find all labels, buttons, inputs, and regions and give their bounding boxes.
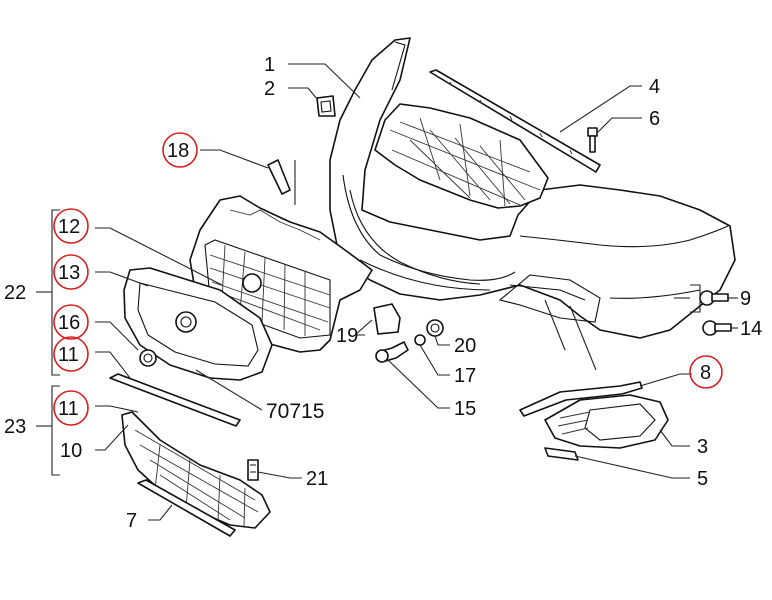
label-16: 16 [58,312,80,334]
washer-17 [414,334,426,346]
label-4: 4 [649,76,660,98]
upper-strip [429,69,601,173]
label-13: 13 [58,262,80,284]
label-ref: 70715 [266,400,324,423]
pin-9 [699,290,729,306]
badge-16 [139,349,157,367]
label-9: 9 [740,288,751,310]
block-19 [373,303,401,335]
label-7: 7 [126,510,137,532]
group-brackets [36,209,701,476]
label-15: 15 [454,398,476,420]
strip-7 [137,479,236,537]
label-23: 23 [4,416,26,438]
pin-14 [702,320,732,336]
bolt-15 [375,341,409,363]
label-14: 14 [740,318,762,340]
bracket-18 [267,159,291,195]
leader-lines [95,63,738,521]
bolt-6 [587,127,598,153]
label-22: 22 [4,282,26,304]
part-labels: 1 2 4 6 18 12 13 22 16 11 11 23 10 7 707… [4,54,762,532]
label-12: 12 [58,216,80,238]
grommet-20 [426,319,444,337]
label-8: 8 [700,362,711,384]
label-1: 1 [264,54,275,76]
label-3: 3 [697,436,708,458]
label-19: 19 [336,325,358,347]
label-2: 2 [264,78,275,100]
clip-21 [247,459,259,481]
label-11-upper: 11 [58,344,79,366]
label-6: 6 [649,108,660,130]
fog-strip-5 [544,447,579,461]
grille-surround [123,267,273,381]
label-10: 10 [60,440,82,462]
highlight-rings [53,132,723,426]
label-21: 21 [306,468,328,490]
fog-trim-8 [519,381,643,417]
fog-bezel-3 [544,394,669,449]
bumper-cover [329,37,736,339]
guide-line [544,299,566,351]
guide-line [569,305,597,371]
strip-11a [109,373,241,427]
label-20: 20 [454,335,476,357]
label-5: 5 [697,468,708,490]
label-18: 18 [167,140,189,162]
label-11-lower: 11 [58,398,79,420]
lower-grille [121,411,271,529]
inner-absorber [374,103,549,209]
clip-2 [316,95,336,117]
label-17: 17 [454,365,476,387]
